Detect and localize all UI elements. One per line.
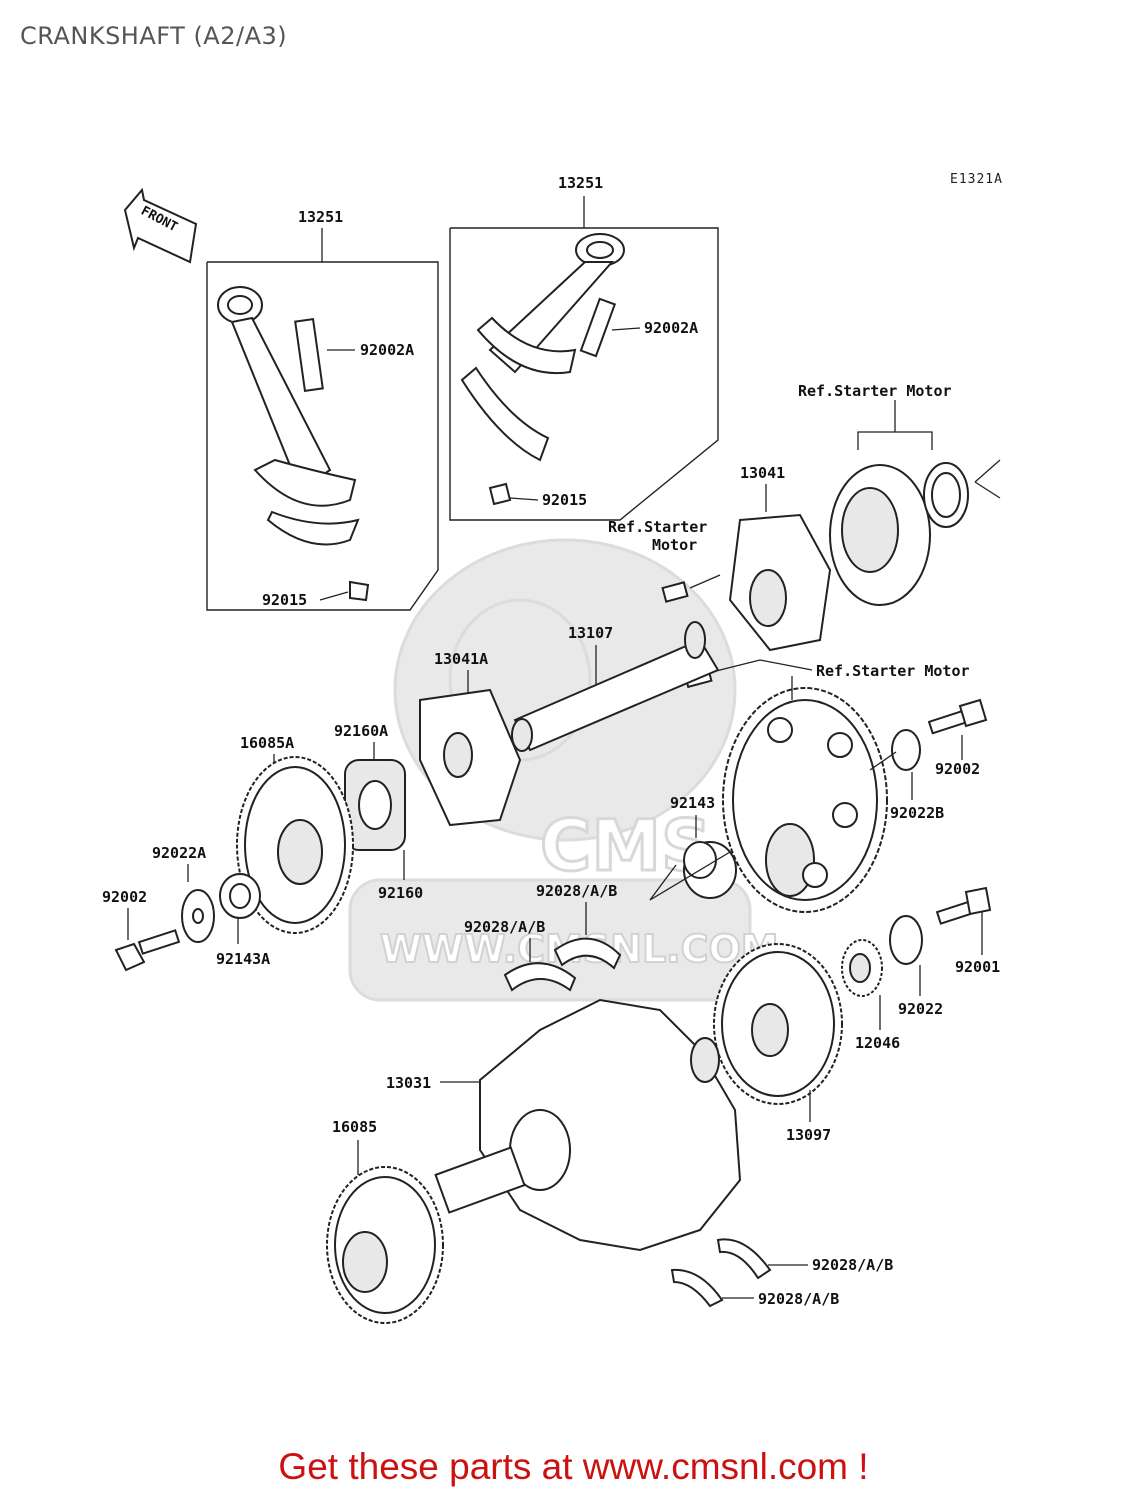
- bearing-shells-lower: [670, 1238, 772, 1308]
- label-13031: 13031: [386, 1074, 431, 1092]
- label-13097: 13097: [786, 1126, 831, 1144]
- label-92160: 92160: [378, 884, 423, 902]
- gear-16085: [326, 1166, 444, 1324]
- figure-code: E1321A: [950, 172, 1003, 187]
- label-92160A: 92160A: [334, 722, 388, 740]
- label-ref-starter-motor-3: Ref.Starter Motor: [816, 662, 970, 680]
- label-13251-right: 13251: [558, 174, 603, 192]
- starter-clutch-13041: [728, 513, 832, 652]
- label-92002A-right: 92002A: [644, 319, 698, 337]
- label-ref-starter-motor-2b: Motor: [652, 536, 697, 554]
- label-92015-right: 92015: [542, 491, 587, 509]
- label-92028-4: 92028/A/B: [758, 1290, 839, 1308]
- label-92022: 92022: [898, 1000, 943, 1018]
- bearing-shells-upper: [503, 937, 622, 992]
- conrod-assembly-right: [449, 196, 719, 521]
- label-16085: 16085: [332, 1118, 377, 1136]
- gear-16085A: [236, 756, 354, 934]
- collar-92143: [683, 841, 737, 899]
- bolt-92001: [935, 886, 992, 925]
- label-92001: 92001: [955, 958, 1000, 976]
- collar-92143A: [219, 873, 261, 919]
- conrod-assembly-left: [206, 228, 439, 611]
- front-arrow-icon: FRONT: [123, 187, 198, 264]
- watermark: CMS WWW.CMSNL.COM: [348, 538, 780, 1002]
- footer-parts-link[interactable]: Get these parts at www.cmsnl.com !: [278, 1446, 869, 1487]
- bolt-92002-right: [927, 698, 988, 735]
- gear-13097: [713, 943, 843, 1105]
- label-92028-3: 92028/A/B: [812, 1256, 893, 1274]
- label-12046: 12046: [855, 1034, 900, 1052]
- page-title: CRANKSHAFT (A2/A3): [20, 22, 288, 50]
- watermark-logo-text: CMS: [540, 805, 711, 887]
- label-92028-2: 92028/A/B: [464, 918, 545, 936]
- label-ref-starter-motor-2a: Ref.Starter: [608, 518, 707, 536]
- label-92002-left: 92002: [102, 888, 147, 906]
- parts-diagram: CMS WWW.CMSNL.COM FRONT 13251 92002A 920…: [102, 174, 1001, 1324]
- label-92022A: 92022A: [152, 844, 206, 862]
- label-16085A: 16085A: [240, 734, 294, 752]
- damper-rubber: [344, 759, 406, 851]
- label-13041: 13041: [740, 464, 785, 482]
- crankshaft-13031: [434, 998, 742, 1252]
- coupling-13041A: [419, 688, 522, 827]
- starter-gear: [722, 687, 888, 913]
- shaft-13107: [511, 621, 720, 752]
- label-92015-left: 92015: [262, 591, 307, 609]
- bolt-92002-left: [114, 929, 181, 972]
- label-92002-right: 92002: [935, 760, 980, 778]
- label-92028-1: 92028/A/B: [536, 882, 617, 900]
- label-ref-starter-motor-1: Ref.Starter Motor: [798, 382, 952, 400]
- gear-12046: [841, 939, 883, 997]
- starter-clutch-outer: [829, 462, 969, 606]
- label-92143A: 92143A: [216, 950, 270, 968]
- label-13041A: 13041A: [434, 650, 488, 668]
- label-92143: 92143: [670, 794, 715, 812]
- label-92022B: 92022B: [890, 804, 944, 822]
- washer-92022B: [891, 729, 921, 771]
- washer-92022: [889, 915, 923, 965]
- label-13251-left: 13251: [298, 208, 343, 226]
- label-13107: 13107: [568, 624, 613, 642]
- label-92002A-left: 92002A: [360, 341, 414, 359]
